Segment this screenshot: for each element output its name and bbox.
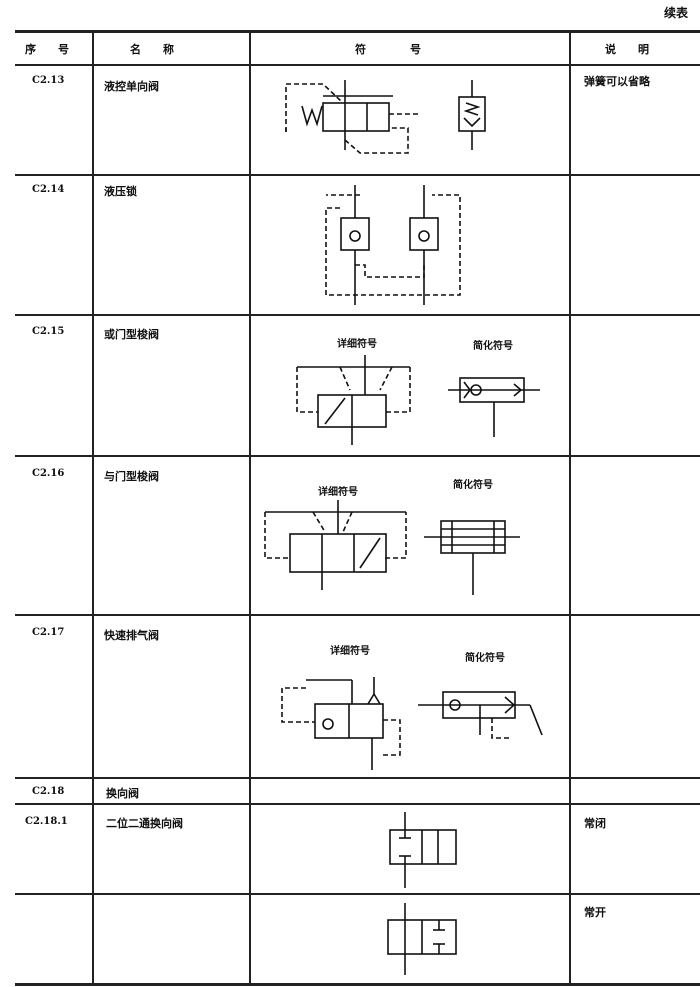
simple-symbol-label: 简化符号 xyxy=(465,653,505,664)
row-name: 或门型梭阀 xyxy=(104,328,159,341)
column-divider xyxy=(92,32,94,984)
detail-symbol-label: 详细符号 xyxy=(318,487,358,498)
row-divider xyxy=(15,777,700,779)
row-note: 常闭 xyxy=(584,817,606,830)
pilot-check-valve-symbol xyxy=(285,80,486,154)
hydraulic-lock-symbol xyxy=(325,185,461,305)
row-seq: C2.17 xyxy=(32,627,65,638)
row-name: 快速排气阀 xyxy=(104,629,159,642)
simple-symbol-label: 简化符号 xyxy=(453,480,493,491)
quick-exhaust-valve-symbols xyxy=(281,677,543,770)
row-divider xyxy=(15,314,700,316)
row-divider xyxy=(15,455,700,457)
row-seq: C2.15 xyxy=(32,326,65,337)
header-note: 说 明 xyxy=(605,43,649,56)
row-seq: C2.18 xyxy=(32,786,65,797)
simple-symbol-label: 简化符号 xyxy=(473,341,513,352)
row-seq: C2.13 xyxy=(32,75,65,86)
row-name: 换向阀 xyxy=(106,787,139,800)
header-symbol: 符 号 xyxy=(355,43,421,56)
row-name: 液控单向阀 xyxy=(104,80,159,93)
column-divider xyxy=(249,32,251,984)
row-seq: C2.14 xyxy=(32,184,65,195)
two-two-valve-normally-open-symbol xyxy=(387,903,457,975)
header-name: 名 称 xyxy=(130,43,174,56)
header-seq: 序 号 xyxy=(25,43,69,56)
two-two-valve-normally-closed-symbol xyxy=(389,812,457,888)
row-note: 常开 xyxy=(584,906,606,919)
detail-symbol-label: 详细符号 xyxy=(330,646,370,657)
column-divider xyxy=(569,32,571,984)
row-name: 二位二通换向阀 xyxy=(106,817,183,830)
and-shuttle-valve-symbols xyxy=(264,500,520,595)
continued-label: 续表 xyxy=(663,6,688,20)
table-top-border xyxy=(15,30,700,33)
detail-symbol-label: 详细符号 xyxy=(337,339,377,350)
row-divider xyxy=(15,803,700,805)
row-note: 弹簧可以省略 xyxy=(584,75,650,88)
row-divider xyxy=(15,174,700,176)
or-shuttle-valve-symbols xyxy=(296,355,540,445)
row-divider xyxy=(15,614,700,616)
header-divider xyxy=(15,64,700,66)
row-seq: C2.18.1 xyxy=(25,816,68,827)
row-name: 与门型梭阀 xyxy=(104,470,159,483)
row-seq: C2.16 xyxy=(32,468,65,479)
row-divider xyxy=(15,893,700,895)
table-bottom-border xyxy=(15,983,700,986)
row-name: 液压锁 xyxy=(104,185,137,198)
